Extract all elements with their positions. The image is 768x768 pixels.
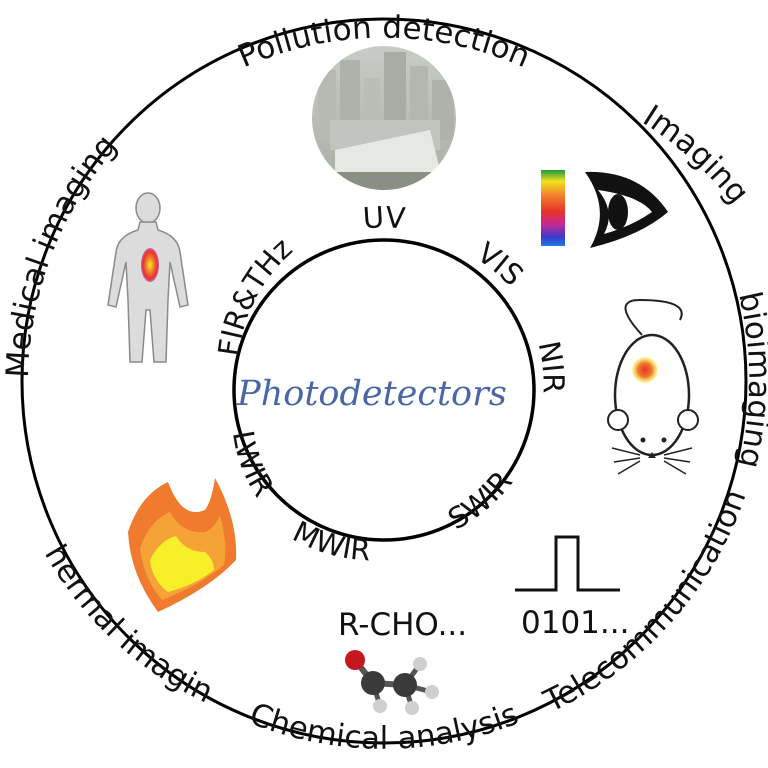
band-vis: VIS bbox=[471, 235, 530, 292]
center-title: Photodetectors bbox=[236, 374, 507, 414]
chemical-formula: R-CHO... bbox=[338, 607, 467, 643]
city-smog-photo bbox=[312, 46, 456, 190]
telecom-code: 0101... bbox=[521, 605, 629, 641]
band-fir-thz: FIR&THz bbox=[212, 231, 299, 358]
label-imaging: Imaging bbox=[637, 98, 756, 210]
molecule-icon bbox=[345, 650, 439, 715]
label-bioimaging: bioimaging bbox=[731, 288, 768, 471]
band-uv: UV bbox=[362, 200, 407, 235]
flame-icon bbox=[128, 478, 237, 612]
imaging-illustration bbox=[541, 170, 668, 248]
label-medical-imaging: Medical imaging bbox=[0, 128, 124, 379]
pulse-signal-icon bbox=[515, 535, 620, 592]
inner-ring bbox=[232, 238, 536, 542]
human-body-icon bbox=[107, 192, 189, 363]
color-spectrum-bar bbox=[541, 170, 565, 246]
label-telecommunication: Telecommunication bbox=[538, 485, 754, 720]
band-mwir: MWIR bbox=[288, 514, 372, 567]
band-nir: NIR bbox=[532, 338, 571, 393]
eye-icon bbox=[585, 171, 668, 248]
mouse-icon bbox=[607, 298, 699, 475]
outer-ring bbox=[20, 17, 748, 745]
